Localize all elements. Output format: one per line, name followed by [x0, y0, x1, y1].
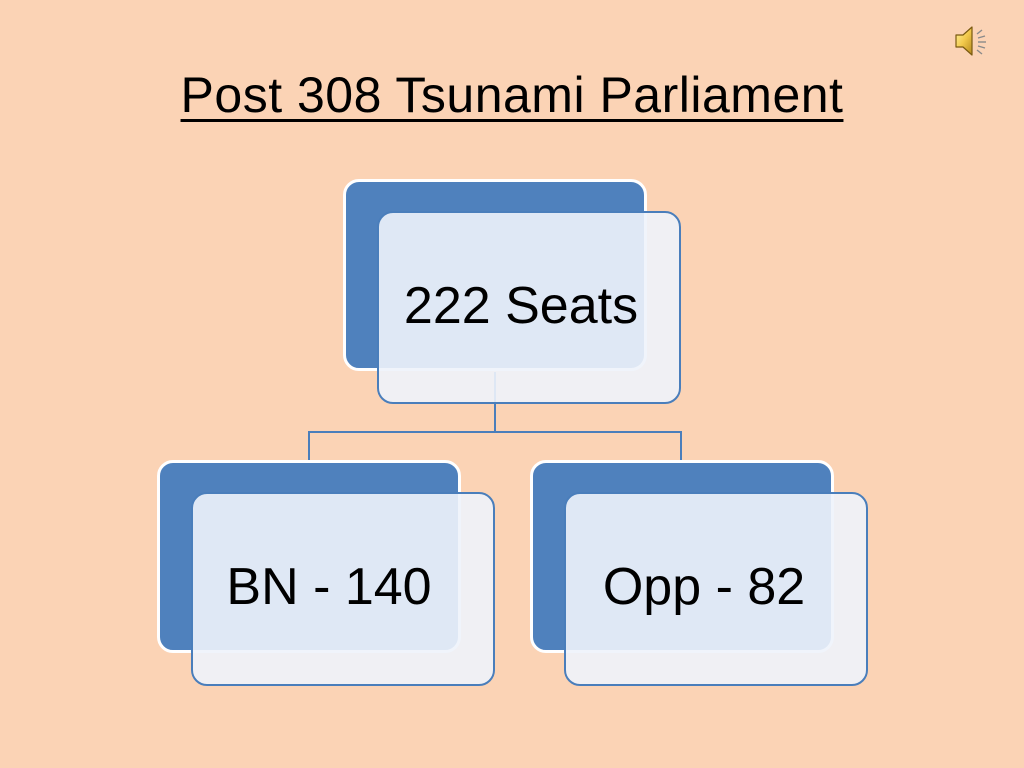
node-opp-label: Opp - 82 [602, 558, 806, 616]
speaker-icon-graphic [955, 26, 986, 56]
speaker-icon[interactable] [952, 22, 992, 60]
node-bn-front-shape [191, 492, 495, 686]
node-total-seats-front-shape [377, 211, 681, 404]
slide-title: Post 308 Tsunami Parliament [180, 67, 844, 123]
node-bn-label: BN - 140 [226, 558, 432, 616]
node-total-seats-label: 222 Seats [403, 276, 639, 335]
node-opp-front-shape [564, 492, 868, 686]
